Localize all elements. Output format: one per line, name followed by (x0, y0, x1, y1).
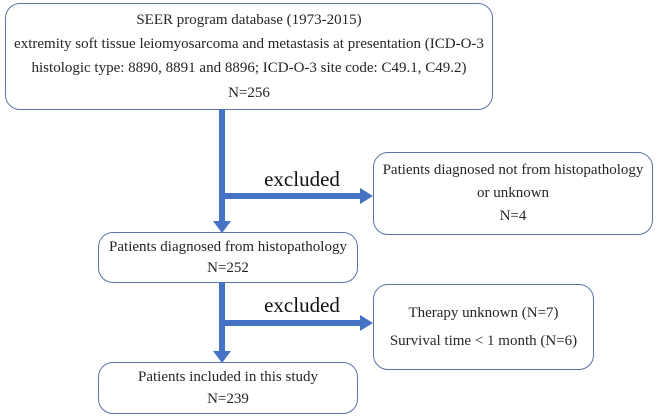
arrow-right-icon (360, 315, 373, 331)
excluded-label-2: excluded (264, 293, 340, 317)
arrow-branch-excluded-2 (222, 320, 360, 326)
flow-box-excluded-histopathology: Patients diagnosed not from histopatholo… (373, 152, 653, 235)
source-line-1: SEER program database (1973-2015) (136, 11, 362, 28)
arrow-branch-excluded-1 (222, 193, 360, 199)
excluded1-line-1: Patients diagnosed not from histopatholo… (382, 162, 644, 179)
source-line-2: extremity soft tissue leiomyosarcoma and… (14, 36, 484, 53)
diagnosed-count: N=252 (207, 260, 249, 276)
flow-box-diagnosed: Patients diagnosed from histopathology N… (98, 232, 358, 283)
included-count: N=239 (207, 390, 249, 407)
diagnosed-line-1: Patients diagnosed from histopathology (109, 238, 347, 255)
arrow-down-icon (213, 221, 231, 233)
source-count: N=256 (228, 84, 270, 101)
arrow-diagnosed-to-included (219, 282, 225, 352)
arrow-source-to-diagnosed (219, 109, 225, 222)
flow-box-excluded-therapy: Therapy unknown (N=7) Survival time < 1 … (373, 284, 594, 370)
source-line-3: histologic type: 8890, 8891 and 8896; IC… (31, 60, 467, 77)
excluded2-line-1: Therapy unknown (N=7) (408, 304, 559, 321)
flow-box-source: SEER program database (1973-2015) extrem… (5, 3, 493, 110)
included-line-1: Patients included in this study (138, 368, 318, 385)
excluded1-line-2: or unknown (476, 185, 550, 202)
arrow-down-icon (213, 351, 231, 363)
excluded-label-1: excluded (264, 167, 340, 191)
excluded2-line-2: Survival time < 1 month (N=6) (389, 332, 578, 349)
flow-box-included: Patients included in this study N=239 (98, 362, 358, 414)
arrow-right-icon (360, 188, 373, 204)
excluded1-count: N=4 (499, 208, 527, 225)
